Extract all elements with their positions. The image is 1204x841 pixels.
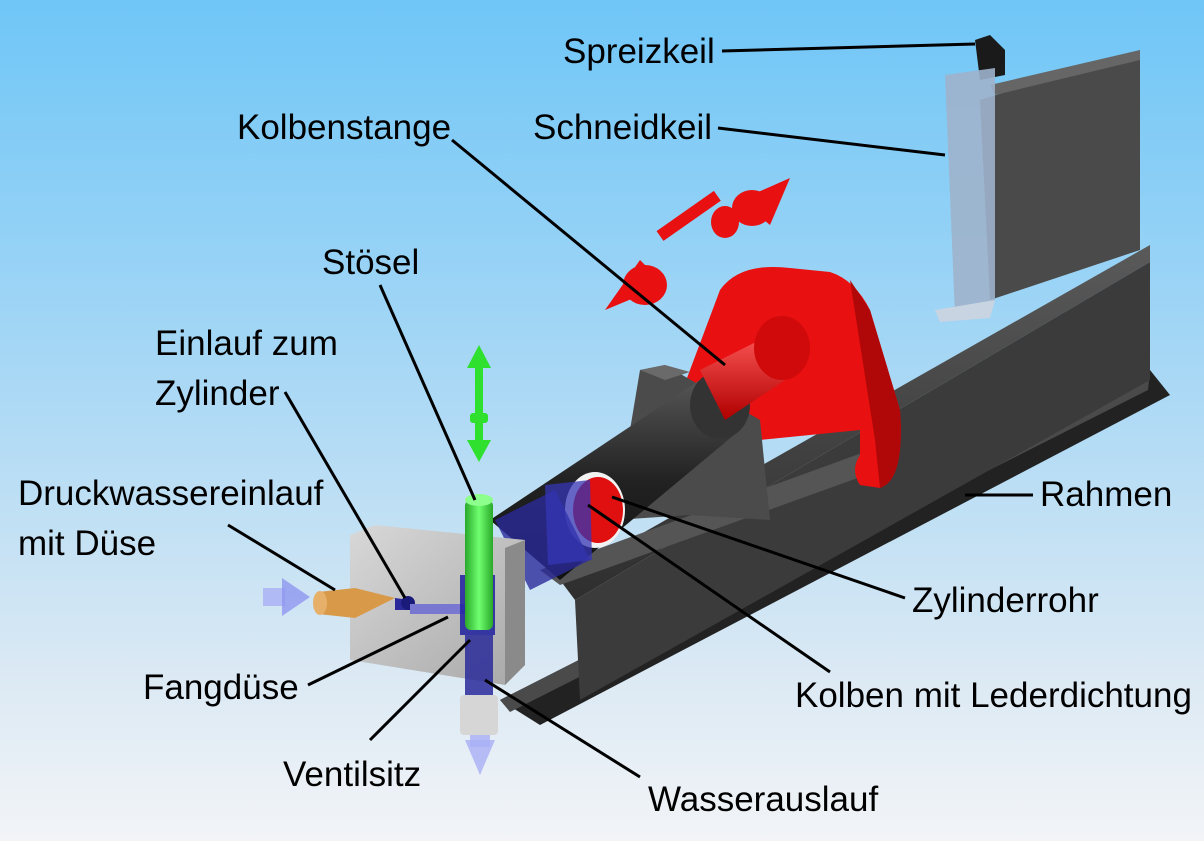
water-in-arrow	[263, 578, 310, 616]
leader-zylinderrohr	[611, 495, 906, 600]
plunger-motion-arrow	[467, 345, 491, 462]
leader-einlauf	[283, 391, 407, 599]
plunger	[465, 494, 493, 630]
leader-stoesel	[378, 284, 477, 501]
label-kolben: Kolben mit Lederdichtung	[795, 676, 1192, 715]
leader-kolben	[587, 503, 831, 674]
leader-druckwasser	[227, 523, 336, 592]
label-stoesel: Stösel	[322, 243, 420, 282]
label-fangduese: Fangdüse	[143, 668, 299, 707]
cutting-wedge	[935, 68, 995, 322]
piston-rod	[700, 316, 810, 420]
label-einlauf-line2: Zylinder	[155, 374, 280, 413]
leader-spreizkeil	[721, 42, 976, 53]
leader-fangduese	[307, 615, 449, 687]
label-zylinderrohr: Zylinderrohr	[912, 581, 1099, 620]
label-einlauf-line1: Einlauf zum	[155, 324, 338, 363]
label-ventilsitz: Ventilsitz	[283, 755, 422, 794]
rod-motion-arrow	[605, 178, 790, 310]
splitting-wedge	[975, 35, 1005, 80]
label-kolbenstange: Kolbenstange	[237, 108, 452, 147]
leader-schneidkeil	[717, 126, 946, 157]
leader-lines	[227, 42, 1033, 779]
label-druckwasser-line2: mit Düse	[18, 524, 157, 563]
label-schneidkeil: Schneidkeil	[533, 108, 712, 147]
leader-ventilsitz	[368, 638, 472, 742]
leader-kolbenstange	[451, 138, 726, 367]
label-spreizkeil: Spreizkeil	[563, 32, 715, 71]
label-druckwasser-line1: Druckwassereinlauf	[18, 474, 324, 513]
label-rahmen: Rahmen	[1040, 475, 1173, 514]
label-wasserauslauf: Wasserauslauf	[648, 780, 879, 819]
leader-wasserauslauf	[484, 678, 641, 779]
